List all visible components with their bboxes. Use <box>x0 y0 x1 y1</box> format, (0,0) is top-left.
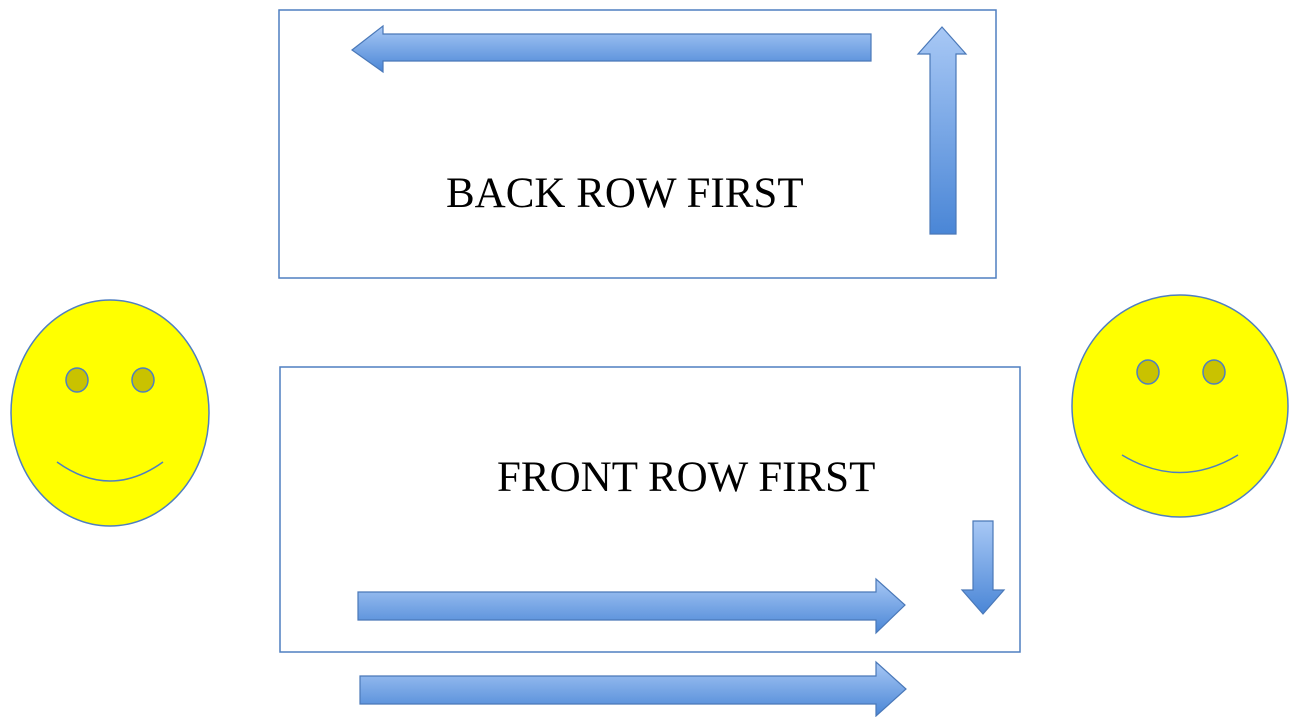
arrow-up-icon <box>916 26 968 235</box>
arrow-right-icon <box>357 577 906 635</box>
smiley-face-icon <box>10 299 210 527</box>
back-row-label: BACK ROW FIRST <box>446 170 804 217</box>
arrow-right-icon <box>359 660 907 717</box>
smiley-face-icon <box>1071 294 1289 518</box>
front-row-label: FRONT ROW FIRST <box>497 454 875 501</box>
front-row-box <box>279 366 1021 653</box>
back-row-box <box>278 9 997 279</box>
arrow-down-icon <box>960 520 1006 615</box>
arrow-left-icon <box>350 24 872 74</box>
